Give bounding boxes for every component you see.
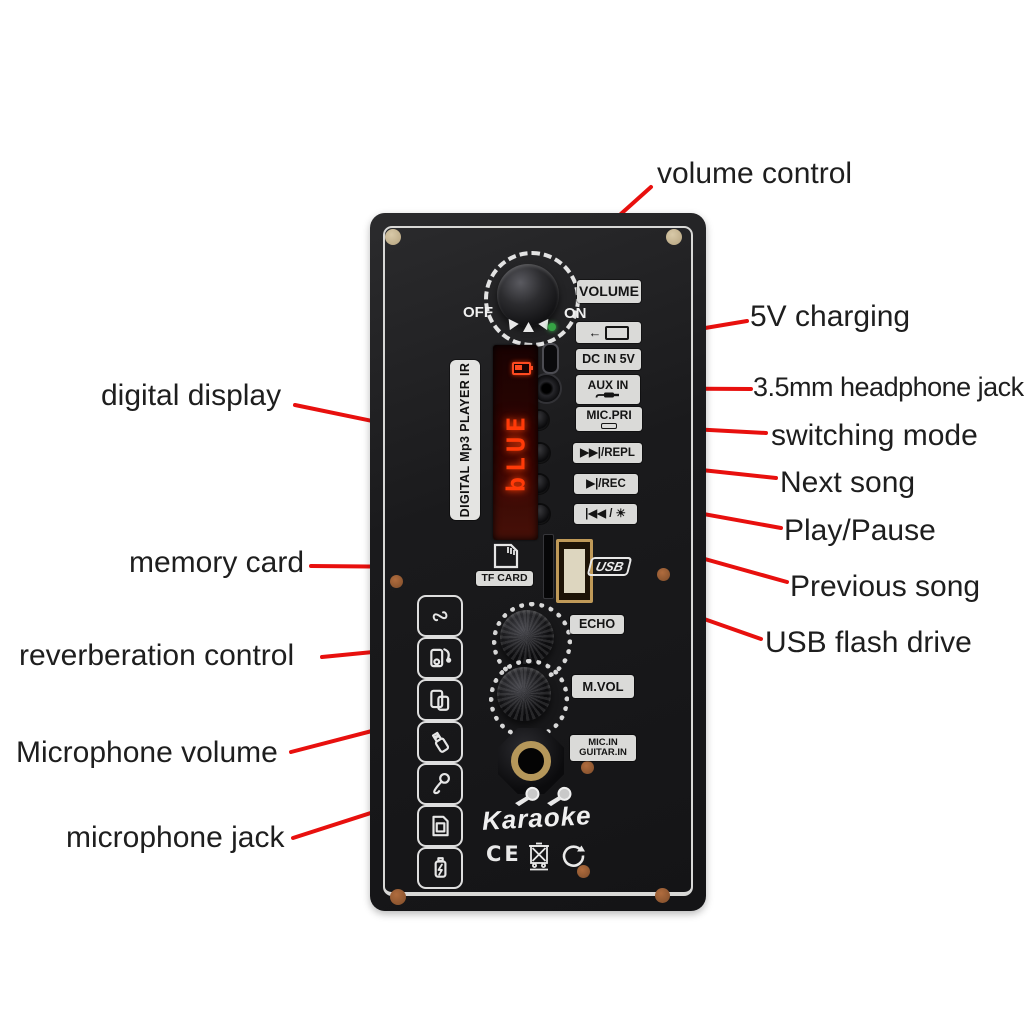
mvol-plate: M.VOL [572, 675, 634, 698]
bluetooth-link-icon [417, 595, 463, 637]
next-repl-plate: ▶▶|/REPL [573, 443, 642, 463]
mic-priority-icon [601, 422, 617, 429]
mic-pri-text: MIC.PRI [586, 408, 632, 423]
mic-jack-socket [511, 741, 551, 781]
digital-display: bLUE [493, 345, 538, 540]
usb-port [556, 539, 593, 603]
label-volume-control: volume control [657, 157, 853, 190]
guitar-in-text: GUITAR.IN [579, 747, 627, 758]
label-5v-charging: 5V charging [750, 300, 911, 333]
usb-arrow-plate: ← [576, 322, 641, 343]
volume-power-knob [497, 264, 559, 326]
label-microphone-volume: Microphone volume [16, 736, 278, 769]
power-led [548, 323, 556, 331]
label-headphone-jack: 3.5mm headphone jack [753, 372, 1024, 402]
ce-mark: CE [486, 842, 522, 866]
side-label-text: DIGITAL Mp3 PLAYER IR [458, 362, 472, 518]
volume-plate: VOLUME [577, 280, 641, 303]
dc-in-5v-plate: DC IN 5V [576, 349, 641, 370]
memory-card-icon [417, 805, 463, 847]
phone-tablet-icon [417, 679, 463, 721]
label-play-pause: Play/Pause [784, 514, 936, 547]
label-next-song: Next song [780, 466, 916, 499]
label-reverberation-control: reverberation control [19, 639, 295, 672]
mic-volume-knob [497, 667, 551, 721]
tf-card-plate: TF CARD [476, 571, 533, 586]
mic-pri-plate: MIC.PRI [576, 407, 642, 431]
aux-plug-icon [595, 392, 619, 398]
side-label-plate: DIGITAL Mp3 PLAYER IR [450, 360, 480, 520]
dial-off-label: OFF [463, 304, 493, 321]
label-usb-flash-drive: USB flash drive [765, 626, 972, 659]
mic-in-text: MIC.IN [588, 737, 618, 749]
screw-hole-bottom-left [390, 889, 406, 905]
echo-plate: ECHO [570, 615, 624, 634]
display-value: bLUE [501, 412, 530, 493]
label-switching-mode: switching mode [771, 419, 978, 452]
usb-c-charging-port [542, 343, 559, 374]
label-memory-card: memory card [129, 546, 305, 579]
micro-sd-icon [493, 543, 519, 569]
amplifier-board-panel: OFF ON VOLUME ← DC IN 5V AUX IN MIC.PRI … [370, 213, 706, 911]
usb-plug-icon [604, 325, 629, 340]
mp3-player-earphones-icon [417, 637, 463, 679]
microphone-logo-icons [515, 786, 572, 807]
battery-level-icon [512, 362, 533, 375]
dial-on-label: ON [564, 305, 587, 322]
solder-pad-right [657, 568, 670, 581]
usb-port-tongue [564, 549, 585, 593]
aux-in-plate: AUX IN [576, 375, 640, 404]
screw-hole-top-left [385, 229, 401, 245]
usb-logo: USB [586, 557, 633, 576]
tf-card-slot [543, 534, 554, 599]
microphone-icon [417, 763, 463, 805]
label-microphone-jack: microphone jack [66, 821, 285, 854]
label-digital-display: digital display [101, 379, 282, 412]
dial-arrow-center [523, 322, 534, 332]
prev-light-plate: |◀◀ / ☀ [574, 504, 637, 524]
silkscreen-frame [383, 226, 693, 896]
echo-knob [500, 610, 554, 664]
usb-flash-drive-icon [417, 721, 463, 763]
screw-hole-bottom-right [655, 888, 670, 903]
solder-pad-bottom [577, 865, 590, 878]
usb-logo-text: USB [586, 557, 633, 576]
solder-pad-left [390, 575, 403, 588]
mic-in-plate: MIC.IN GUITAR.IN [570, 735, 636, 761]
aux-in-text: AUX IN [587, 377, 629, 392]
left-arrow-icon: ← [588, 324, 602, 340]
brand-logo-text: Karaoke [481, 800, 593, 836]
label-previous-song: Previous song [790, 570, 981, 603]
battery-charging-icon [417, 847, 463, 889]
recycle-icon [562, 845, 585, 867]
screw-hole-top-right [666, 229, 682, 245]
weee-bin-icon [529, 842, 549, 871]
play-rec-plate: ▶|/REC [574, 474, 638, 494]
solder-pad-mic [581, 761, 594, 774]
